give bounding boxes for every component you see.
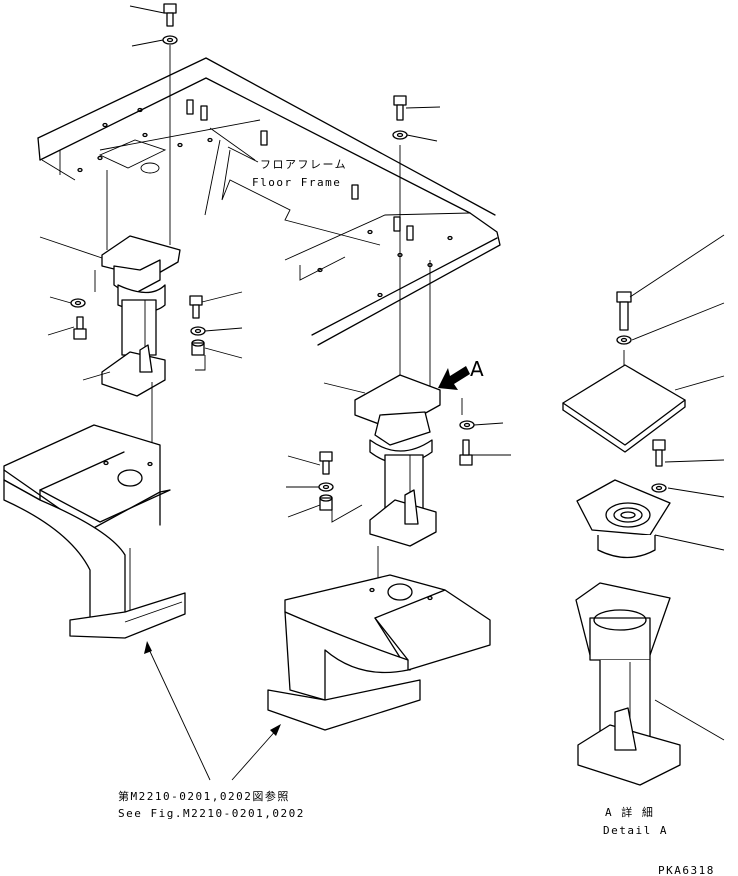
left-small-parts — [70, 295, 206, 371]
drawing-id: PKA6318 — [658, 864, 715, 876]
center-mount-bolt — [392, 95, 431, 390]
center-bracket — [267, 574, 491, 731]
see-fig-label-jp: 第M2210-0201,0202図参照 — [118, 789, 290, 803]
left-mount-assembly — [94, 170, 181, 478]
detail-a-label-jp: A 詳 細 — [605, 805, 654, 819]
floor-frame-label-jp: フロアフレーム — [260, 158, 347, 171]
view-a-letter: A — [470, 357, 484, 381]
center-small-parts — [318, 398, 475, 523]
left-mount-bolt — [162, 3, 178, 245]
left-bracket — [3, 424, 186, 639]
detail-a-assembly — [562, 291, 686, 786]
leader-lines — [39, 5, 725, 741]
see-fig-label-en: See Fig.M2210-0201,0202 — [118, 807, 305, 820]
floor-frame-label-en: Floor Frame — [252, 176, 341, 189]
floor-frame — [37, 57, 501, 346]
frame-studs — [186, 99, 414, 241]
detail-a-label-en: Detail A — [603, 824, 668, 837]
view-a-arrow — [438, 366, 470, 390]
reference-arrows — [144, 641, 281, 781]
center-mount-assembly — [354, 374, 441, 590]
